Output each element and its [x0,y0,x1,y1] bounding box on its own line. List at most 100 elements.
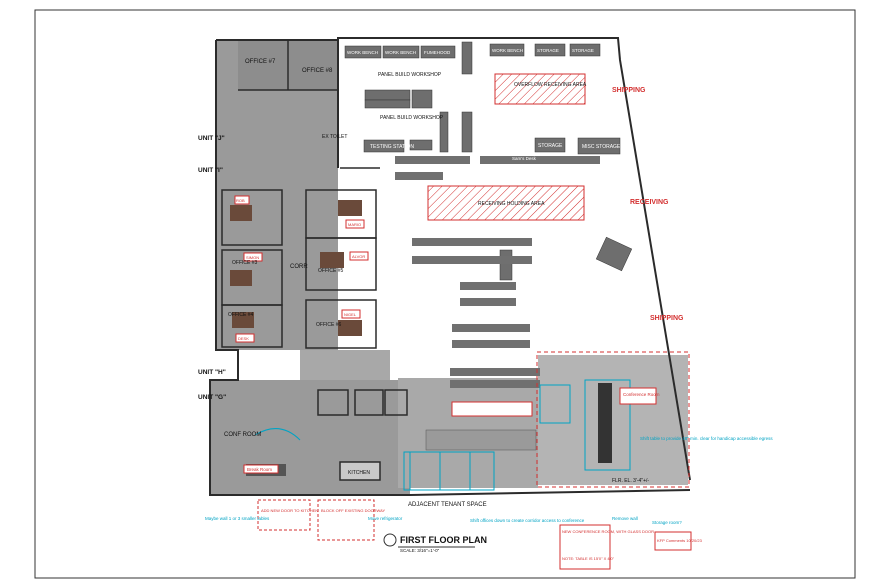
toilet-wall [354,389,384,416]
bench-label: WORK BENCH [492,48,523,53]
bench [439,111,449,153]
testing-bench [363,139,405,153]
bench [461,111,473,153]
name-tag-text: SIMON [246,255,259,260]
room-label: OFFICE #5 [318,268,344,274]
area-label: OVERFLOW RECEIVING AREA [514,82,587,88]
plan-title: FIRST FLOOR PLAN [400,535,487,545]
zone-label: SHIPPING [612,87,646,94]
rack [450,380,540,388]
room-label: MISC STORAGE [582,144,621,150]
name-tag-text: DESK [238,336,249,341]
unit-label: UNIT "I" [198,167,223,174]
cyan-markups [254,379,631,491]
area-label: Sam's Desk [512,156,537,161]
room-tag-text: Break Room [247,467,272,472]
cyan-outline [539,384,571,424]
desk [320,252,344,268]
unit-h-floor [300,350,390,380]
office-wing-floor [216,40,338,350]
bench-label: WORK BENCH [347,50,378,55]
south-wall [409,489,691,496]
room-label: OFFICE #6 [316,322,342,328]
red-note-boxes [234,195,692,570]
name-tag-text: ROB [236,198,245,203]
bench-label: STORAGE [537,48,559,53]
callout-text: Shift table to provide 48" min. clear fo… [640,436,773,441]
bench [534,43,566,57]
name-tag [349,251,369,261]
room-label: EX TOILET [322,134,347,140]
column-bench [499,249,513,281]
break-room-tag [243,464,279,474]
bench [409,139,433,151]
unit-label: UNIT "J" [198,135,225,142]
outer-walls [209,37,691,496]
office-wall [305,299,377,349]
room-label: OFFICE #8 [302,68,333,74]
rack [460,282,516,290]
note-text: NOTE: TABLE IS 15'0" X 4'0" [562,556,615,561]
rack [412,256,532,264]
room-label: STORAGE [538,143,563,149]
room-label: PANEL BUILD WORKSHOP [378,72,442,78]
callout-text: Storage room? [652,520,682,525]
name-tag-text: ALVOR [352,254,365,259]
plan-labels: UNIT "J" UNIT "I" UNIT "H" UNIT "G" OFFI… [198,48,773,561]
bench [364,89,411,101]
callout-text: Maybe wall 1 or 3 smaller tables [205,516,270,521]
lounge-bench [425,429,537,451]
bench [489,43,525,57]
bench-label: WORK BENCH [385,50,416,55]
plan-scale: SCALE: 3/16"=1'-0" [400,548,440,553]
rack [452,340,530,348]
unit-label: UNIT "H" [198,369,226,376]
unit-label: UNIT "G" [198,394,226,401]
rack [452,324,530,332]
office-wall [221,304,283,348]
shelving-racks [395,156,600,388]
bench-label: FUMEHOOD [424,50,451,55]
rack [412,238,532,246]
name-tag [345,219,365,229]
bench [420,45,456,59]
sheet-border [34,9,856,579]
west-wall [209,40,410,496]
callout-text: Move refrigerator [368,516,403,521]
conference-floor [538,355,688,485]
area-label: ADJACENT TENANT SPACE [408,502,487,508]
rack [460,298,516,306]
callout-text: Shift offices down to create corridor ac… [470,518,585,523]
room-label: CORR [290,264,308,270]
name-tag [234,195,250,205]
conference-area-outline [536,351,690,488]
desk [230,270,252,286]
bench [382,45,420,59]
office-wall [221,189,283,246]
room-label: OFFICE #3 [232,260,258,266]
name-tag-text: NIGEL [344,312,357,317]
room-label: PANEL BUILD WORKSHOP [380,115,444,121]
bench [411,89,433,109]
cyan-arc [254,428,301,441]
floor-elevation: FLR. EL. 3'-4"+/- [612,478,649,484]
bench [344,45,382,59]
note-text: BLOCK OFF EXISTING DOORWAY [321,508,385,513]
bench [364,99,411,109]
toilet-wall [317,389,349,416]
storage-box [534,137,566,153]
room-label: TESTING STATION [370,144,414,150]
name-tag [235,333,255,343]
shipping-box [595,236,633,272]
rack [395,156,470,164]
cyan-outline [584,379,631,471]
rack [395,172,443,180]
new-door-box [257,499,311,531]
conference-table [598,383,612,463]
area-label: RECEIVING HOLDING AREA [478,201,545,207]
rack [480,156,530,164]
desk [338,200,362,216]
room-label: OFFICE #7 [245,59,276,65]
